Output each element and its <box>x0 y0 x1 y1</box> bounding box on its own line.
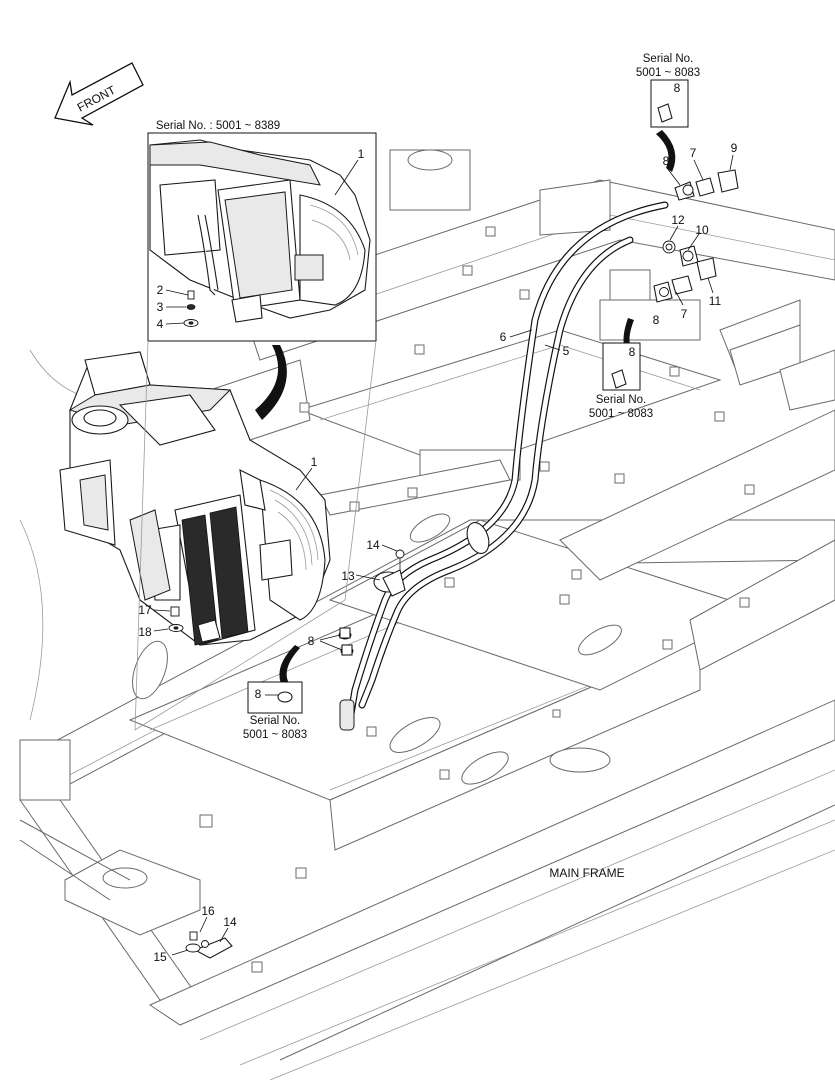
callout-13: 13 <box>341 569 355 583</box>
inset-top-serial-line2: 5001 ~ 8083 <box>636 67 700 79</box>
callout-10: 10 <box>695 223 709 237</box>
callout-1-main: 1 <box>311 455 318 469</box>
hvac-unit-main <box>59 351 331 646</box>
fittings-upper <box>279 130 739 688</box>
front-arrow: FRONT <box>54 62 144 126</box>
inset-mid-serial: 8 Serial No. 5001 ~ 8083 <box>589 342 653 420</box>
callout-6: 6 <box>500 330 507 344</box>
callout-3: 3 <box>157 300 164 314</box>
main-frame-label: MAIN FRAME <box>549 866 624 880</box>
callout-4: 4 <box>157 317 164 331</box>
callout-group: 1 2 3 4 1 17 18 8 7 9 12 10 11 7 8 6 <box>138 141 737 964</box>
inset-top-part-number: 8 <box>674 81 681 95</box>
callout-12: 12 <box>671 213 685 227</box>
callout-5: 5 <box>563 344 570 358</box>
callout-15: 15 <box>153 950 167 964</box>
inset-main-serial-label: Serial No. : 5001 ~ 8389 <box>156 120 280 132</box>
bracket-lower-left <box>185 931 233 959</box>
frame-nubs <box>199 226 755 973</box>
callout-17: 17 <box>138 603 152 617</box>
inset-connector-leader <box>134 340 377 731</box>
inset-top-serial-line1: Serial No. <box>643 53 694 65</box>
inset-main-box <box>147 132 377 342</box>
inset-zoom-arrow <box>255 345 287 420</box>
inset-top-serial: Serial No. 5001 ~ 8083 8 <box>636 53 700 128</box>
fittings-lower <box>338 549 405 656</box>
callout-9: 9 <box>731 141 738 155</box>
hose-assembly <box>339 201 669 731</box>
callout-2: 2 <box>157 283 164 297</box>
inset-bottom-serial-line2: 5001 ~ 8083 <box>243 729 307 741</box>
callout-11: 11 <box>709 294 722 308</box>
callout-8-top: 8 <box>663 154 670 168</box>
callout-16: 16 <box>201 904 215 918</box>
inset-mid-part-number: 8 <box>629 345 636 359</box>
inset-mid-serial-line2: 5001 ~ 8083 <box>589 408 653 420</box>
callout-8-mid: 8 <box>653 313 660 327</box>
hvac-fasteners-main <box>168 606 221 643</box>
callout-14-bottom: 14 <box>223 915 237 929</box>
callout-7-top: 7 <box>690 146 697 160</box>
callout-18: 18 <box>138 625 152 639</box>
inset-bottom-part-number: 8 <box>255 687 262 701</box>
inset-mid-serial-line1: Serial No. <box>596 394 647 406</box>
inset-bottom-serial-line1: Serial No. <box>250 715 301 727</box>
callout-14-main: 14 <box>366 538 380 552</box>
callout-1-inset: 1 <box>358 147 365 161</box>
callout-7-mid: 7 <box>681 307 688 321</box>
callout-8-lower: 8 <box>308 634 315 648</box>
inset-bottom-serial: 8 Serial No. 5001 ~ 8083 <box>243 681 307 741</box>
